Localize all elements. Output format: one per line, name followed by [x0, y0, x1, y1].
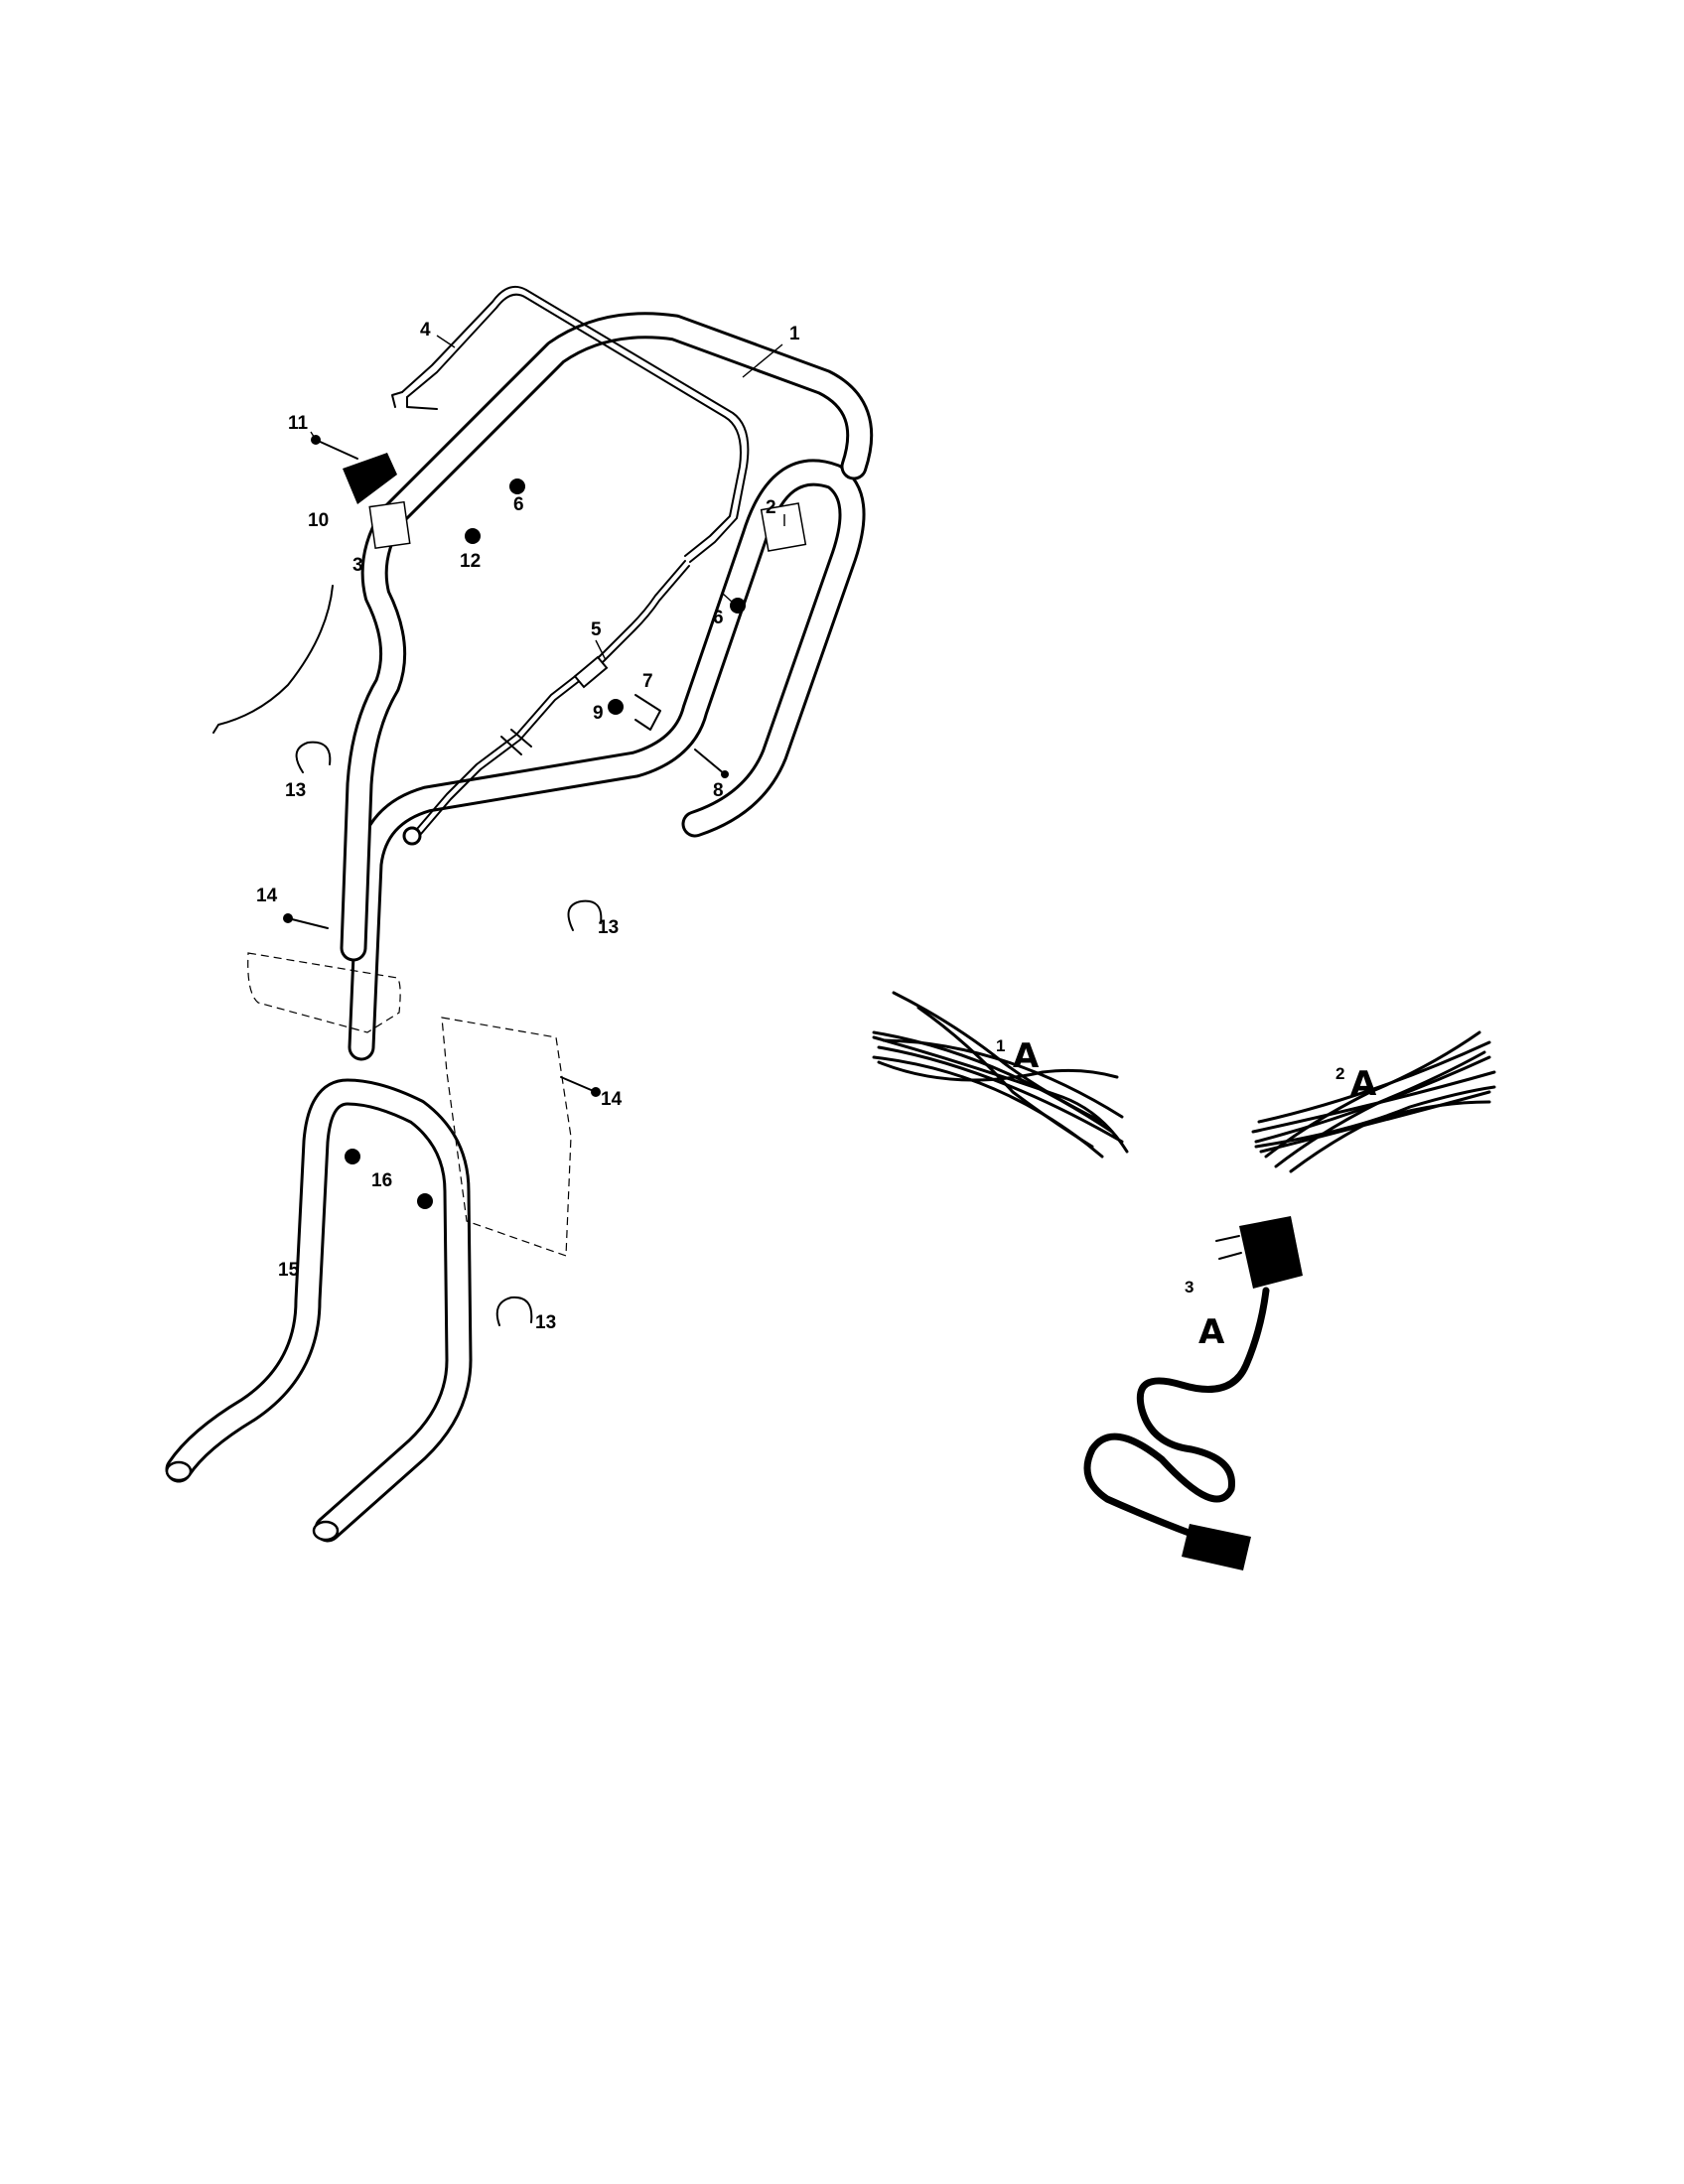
callout-4: 4	[420, 320, 431, 341]
hardware	[283, 435, 746, 1209]
callout-12: 12	[460, 551, 481, 572]
upper-handle	[340, 312, 874, 1061]
dashed-panel-left	[247, 952, 401, 1033]
callout-13-middle: 13	[598, 917, 619, 938]
callout-15: 15	[278, 1260, 300, 1281]
callout-6-right: 6	[713, 608, 724, 628]
callout-5: 5	[591, 619, 602, 640]
callout-14-left: 14	[256, 886, 278, 906]
callout-1: 1	[789, 324, 800, 344]
hairpin-clips	[295, 741, 603, 1326]
control-bail	[391, 286, 750, 563]
callout-3: 3	[352, 555, 363, 576]
callout-13-left: 13	[285, 780, 306, 801]
callout-14-right: 14	[601, 1089, 623, 1110]
leader-lines	[310, 335, 785, 661]
decal-left	[368, 500, 411, 550]
kit-1-letter: A	[1013, 1036, 1040, 1076]
callout-2: 2	[766, 497, 776, 518]
kit-3-number: 3	[1185, 1278, 1193, 1297]
callout-13-lower: 13	[535, 1312, 556, 1333]
callout-9: 9	[593, 703, 604, 724]
kit-1-number: 1	[996, 1036, 1005, 1055]
callout-10: 10	[308, 510, 329, 531]
callout-labels: 1 2 3 4 5 6 6 7 8 9 10 11 12 13 13 13 14…	[256, 320, 800, 1333]
callout-7: 7	[642, 671, 653, 692]
kit-2-letter: A	[1350, 1064, 1377, 1104]
callout-6-upper: 6	[513, 494, 524, 515]
kit-2-line-bundle: 2 A	[1251, 1030, 1496, 1173]
kit-1-line-bundle: 1 A	[872, 991, 1129, 1159]
callout-8: 8	[713, 780, 724, 801]
callout-11: 11	[288, 413, 309, 434]
kit-3-letter: A	[1198, 1312, 1225, 1352]
callout-16: 16	[371, 1170, 392, 1191]
decal-right	[760, 502, 807, 552]
kit-3-charger: 3 A	[1083, 1216, 1303, 1570]
ignition-wire	[212, 585, 334, 734]
kit-2-number: 2	[1335, 1064, 1344, 1083]
lower-handle	[165, 1078, 473, 1543]
control-cable	[402, 560, 690, 846]
